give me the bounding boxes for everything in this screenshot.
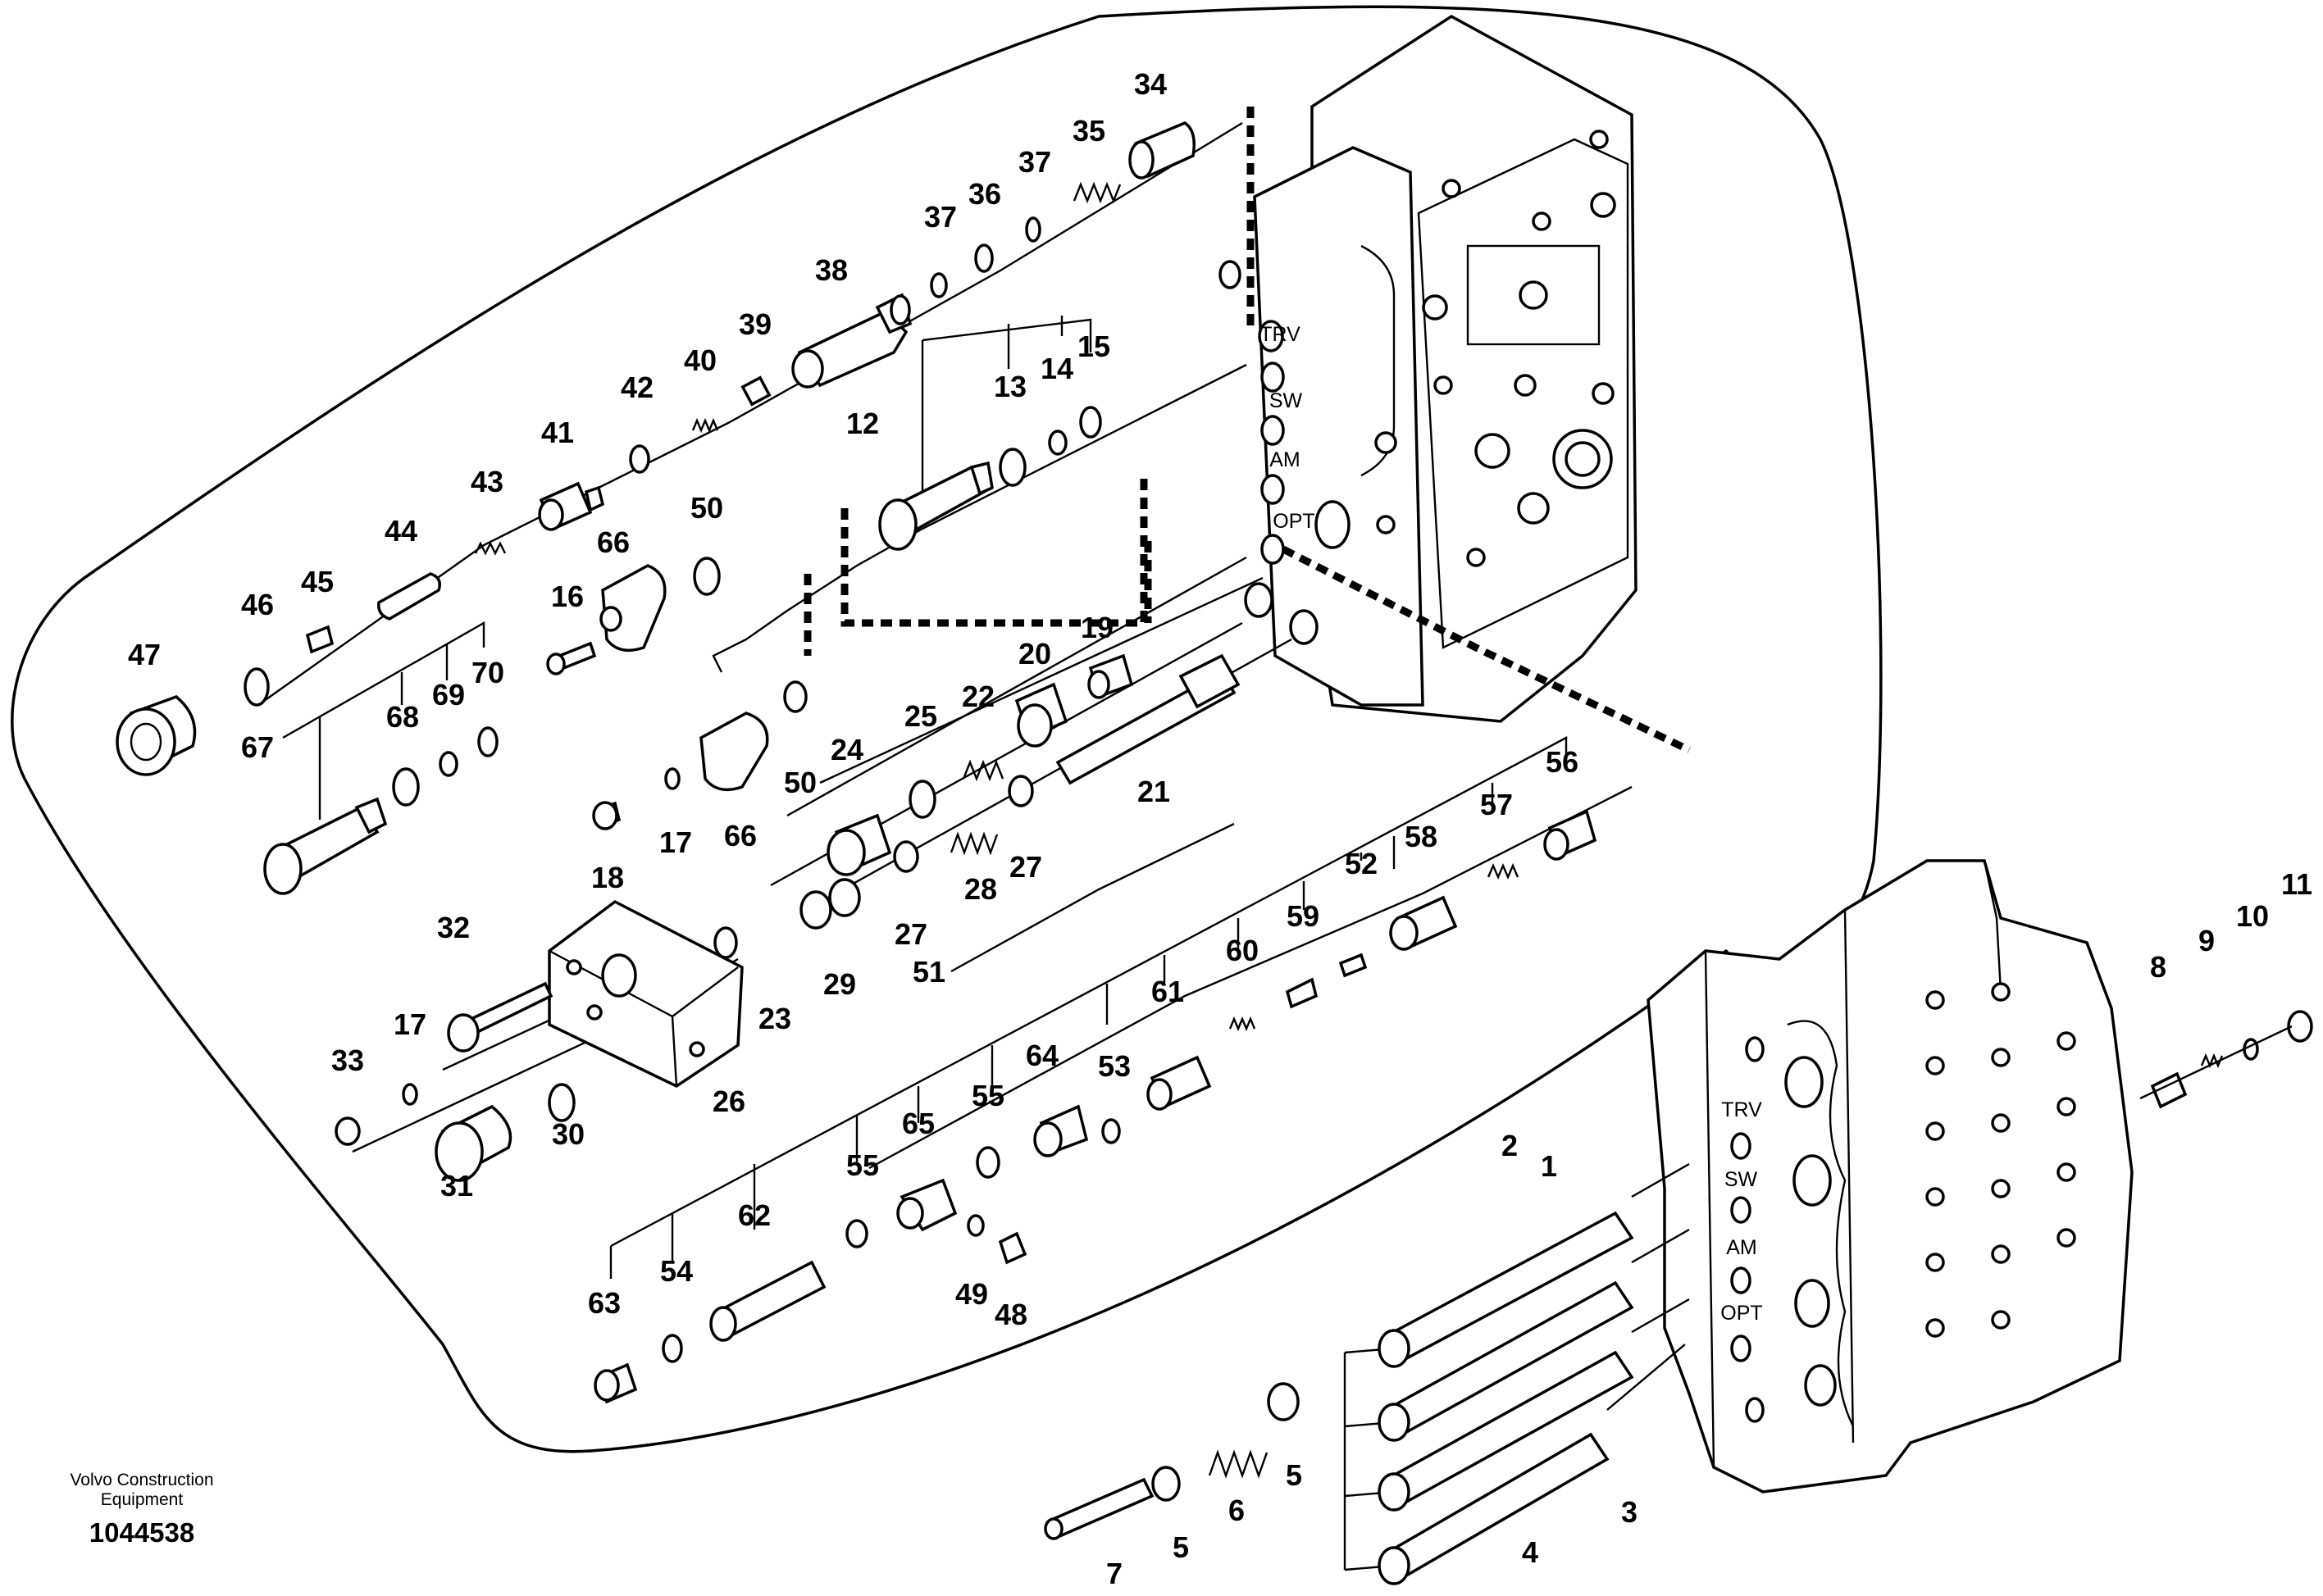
callout-16: 16 — [551, 580, 584, 613]
callout-5-lower: 5 — [1173, 1530, 1189, 1564]
callout-58: 58 — [1405, 820, 1437, 853]
callout-59: 59 — [1287, 899, 1319, 933]
callout-60: 60 — [1226, 934, 1259, 967]
port-label-am-main: AM — [1726, 1236, 1757, 1259]
callout-67: 67 — [241, 730, 274, 764]
callout-48: 48 — [995, 1298, 1027, 1331]
callout-12: 12 — [846, 407, 879, 440]
callout-30: 30 — [552, 1117, 585, 1151]
callout-62: 62 — [738, 1198, 771, 1232]
callout-17-lower: 17 — [394, 1007, 426, 1041]
lower-parts — [1044, 1010, 2313, 1585]
callout-68: 68 — [386, 700, 419, 734]
callout-3: 3 — [1621, 1495, 1637, 1529]
callout-53: 53 — [1098, 1049, 1131, 1083]
callout-9: 9 — [2198, 924, 2215, 957]
callout-61: 61 — [1151, 975, 1184, 1008]
callout-7: 7 — [1106, 1557, 1123, 1590]
callout-17-upper: 17 — [659, 825, 692, 859]
callout-25: 25 — [904, 699, 937, 733]
callout-43: 43 — [471, 465, 503, 498]
dashed-pilot-lines — [804, 107, 1691, 754]
port-label-trv-main: TRV — [1721, 1098, 1762, 1121]
callout-47: 47 — [128, 638, 161, 671]
callout-38: 38 — [815, 253, 848, 287]
callout-19: 19 — [1081, 611, 1114, 644]
callout-64: 64 — [1026, 1039, 1059, 1072]
callout-28: 28 — [964, 872, 997, 906]
callout-39: 39 — [739, 307, 772, 341]
publisher-line-2: Equipment — [101, 1490, 184, 1509]
callout-57: 57 — [1480, 788, 1513, 821]
callout-29: 29 — [823, 967, 856, 1001]
port-label-sw-main: SW — [1724, 1168, 1758, 1191]
callout-42: 42 — [621, 371, 654, 404]
callout-52: 52 — [1345, 847, 1378, 880]
callout-10: 10 — [2236, 899, 2269, 933]
callout-44: 44 — [385, 514, 417, 548]
callout-49: 49 — [955, 1277, 988, 1311]
callout-55-right: 55 — [972, 1079, 1004, 1112]
callout-66-upper: 66 — [597, 525, 630, 559]
callout-37-left: 37 — [924, 200, 957, 234]
leader-lines — [257, 121, 1633, 1279]
drawing-number: 1044538 — [89, 1517, 194, 1548]
callout-63: 63 — [588, 1286, 621, 1320]
port-label-opt-main: OPT — [1720, 1302, 1762, 1325]
valve-body-detail — [1218, 14, 1637, 723]
callout-27-left: 27 — [895, 917, 927, 951]
callout-50-upper: 50 — [690, 491, 723, 525]
callout-45: 45 — [301, 565, 334, 598]
callout-37-right: 37 — [1018, 145, 1051, 179]
callout-4: 4 — [1522, 1535, 1538, 1569]
callout-41: 41 — [541, 416, 574, 449]
callout-35: 35 — [1073, 114, 1105, 148]
callout-56: 56 — [1546, 745, 1578, 779]
callout-21: 21 — [1137, 775, 1170, 808]
callout-31: 31 — [440, 1169, 473, 1203]
callout-40: 40 — [684, 343, 717, 377]
callout-26: 26 — [713, 1084, 745, 1118]
port-label-am: AM — [1269, 448, 1300, 471]
callout-50-lower: 50 — [784, 766, 817, 799]
callout-27-right: 27 — [1009, 850, 1042, 884]
callout-13: 13 — [994, 370, 1027, 403]
callout-1: 1 — [1541, 1149, 1557, 1183]
callout-numbers: 1 2 3 4 5 5 6 7 8 9 10 11 12 13 14 15 16… — [128, 67, 2312, 1590]
callout-69: 69 — [432, 678, 465, 712]
callout-14: 14 — [1041, 352, 1073, 385]
callout-36: 36 — [968, 177, 1001, 211]
callout-2: 2 — [1501, 1129, 1518, 1162]
port-label-opt: OPT — [1273, 510, 1314, 533]
callout-66-lower: 66 — [724, 819, 757, 853]
callout-70: 70 — [471, 656, 504, 689]
callout-15: 15 — [1077, 330, 1110, 363]
callout-5-upper: 5 — [1286, 1458, 1302, 1492]
callout-54: 54 — [660, 1254, 693, 1288]
port-label-trv: TRV — [1259, 323, 1300, 346]
publisher-line-1: Volvo Construction — [70, 1471, 213, 1489]
callout-20: 20 — [1018, 637, 1051, 671]
port-label-sw: SW — [1269, 389, 1303, 412]
callout-24: 24 — [831, 733, 863, 766]
callout-55-left: 55 — [846, 1148, 879, 1182]
callout-8: 8 — [2150, 950, 2166, 984]
callout-18: 18 — [591, 861, 624, 894]
callout-51: 51 — [913, 955, 945, 989]
callout-6: 6 — [1228, 1494, 1245, 1527]
callout-22: 22 — [962, 680, 995, 713]
callout-33: 33 — [331, 1044, 364, 1077]
detail-parts — [116, 121, 1597, 1404]
callout-46: 46 — [241, 588, 274, 621]
callout-32: 32 — [437, 911, 470, 944]
callout-11: 11 — [2281, 867, 2312, 901]
callout-65: 65 — [902, 1107, 935, 1140]
callout-23: 23 — [758, 1002, 791, 1035]
detail-callout-bubble — [11, 5, 1883, 1453]
callout-34: 34 — [1134, 67, 1167, 101]
valve-body-main — [1647, 859, 2134, 1494]
